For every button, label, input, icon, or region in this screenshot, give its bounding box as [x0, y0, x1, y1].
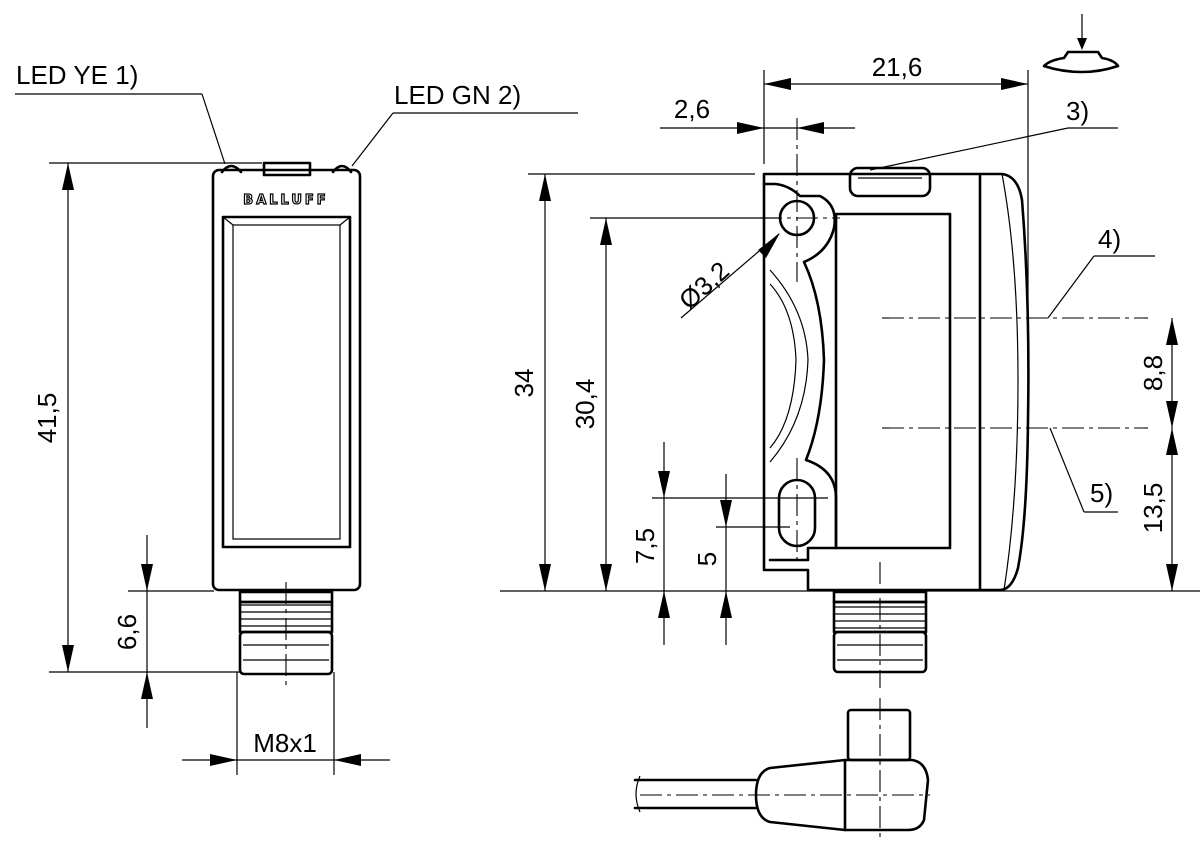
- front-housing: [211, 168, 362, 592]
- side-window: [834, 212, 952, 550]
- note-4-label: 4): [1098, 224, 1121, 254]
- dim-41-5-text: 41,5: [32, 393, 62, 444]
- angled-cable-connector: [633, 698, 930, 840]
- dim-34-text: 34: [509, 369, 539, 398]
- side-connector: [832, 562, 928, 688]
- dimension-2-6: 2,6: [660, 94, 855, 134]
- dim-6-6-text: 6,6: [112, 614, 142, 650]
- dimension-34: 34: [500, 173, 1200, 592]
- dimension-41-5: 41,5: [32, 162, 262, 673]
- dim-7-5-text: 7,5: [630, 528, 660, 564]
- front-window-inner: [232, 224, 341, 540]
- side-housing: [762, 172, 1030, 592]
- side-view: 21,6 2,6 3) Ø3,2 4) 5): [500, 14, 1200, 840]
- led-ye-label: LED YE 1): [16, 60, 138, 90]
- front-view: BALLUFF LED YE 1) LED GN 2): [15, 60, 578, 775]
- dimension-6-6: 6,6: [112, 535, 214, 728]
- push-button-symbol: [1042, 14, 1120, 74]
- dimension-7-5: 7,5: [630, 442, 828, 645]
- dim-13-5-text: 13,5: [1138, 483, 1168, 534]
- dimension-thread: M8x1: [182, 672, 390, 775]
- led-ye-dome: [220, 164, 243, 174]
- side-top-button: [848, 166, 932, 198]
- thread-text: M8x1: [253, 728, 317, 758]
- dimension-8-8: 8,8: [1138, 318, 1178, 591]
- led-gn-dome: [331, 164, 353, 174]
- dimension-5: 5: [692, 474, 790, 645]
- brand-logo: BALLUFF: [243, 193, 328, 208]
- note-5-label: 5): [1090, 478, 1113, 508]
- dimension-13-5: 13,5: [1138, 428, 1178, 591]
- dim-30-4-text: 30,4: [570, 379, 600, 430]
- front-window: [221, 215, 352, 549]
- diameter-text: Ø3,2: [673, 255, 735, 315]
- mounting-profile: [762, 182, 838, 562]
- front-connector: [238, 582, 334, 688]
- top-button: [262, 161, 312, 177]
- dim-5-text: 5: [692, 552, 722, 566]
- dimension-30-4: 30,4: [570, 217, 780, 591]
- dim-2-6-text: 2,6: [674, 94, 710, 124]
- dim-8-8-text: 8,8: [1138, 355, 1168, 391]
- dim-21-6-text: 21,6: [872, 52, 923, 82]
- led-gn-label: LED GN 2): [394, 80, 521, 110]
- note-3-label: 3): [1066, 96, 1089, 126]
- dimension-21-6: 21,6: [763, 52, 1029, 336]
